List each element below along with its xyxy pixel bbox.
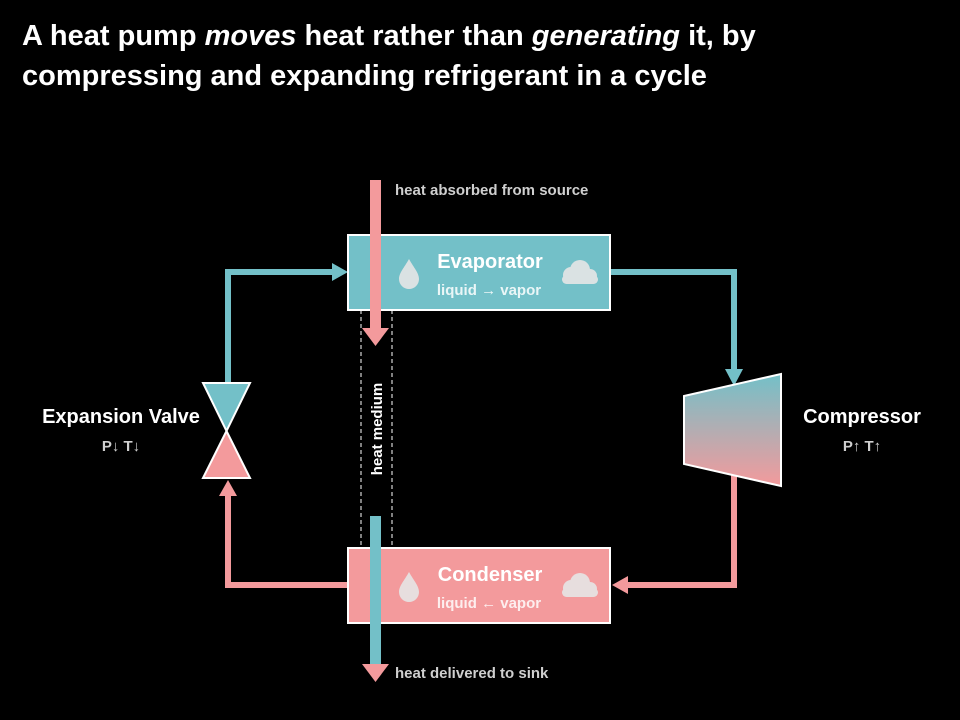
- expansion-valve-label: Expansion Valve: [42, 406, 200, 428]
- slide-title: A heat pump moves heat rather than gener…: [22, 20, 756, 92]
- compressor-state: P↑ T↑: [843, 438, 881, 455]
- pipe-valve-to-evaporator: [225, 269, 336, 384]
- refrigerant-loop: [219, 263, 743, 594]
- arrow-into-valve: [219, 480, 237, 496]
- droplet-icon: [399, 259, 419, 289]
- arrow-into-compressor: [725, 369, 743, 386]
- compressor-label: Compressor: [803, 406, 921, 428]
- arrow-into-condenser: [612, 576, 628, 594]
- pipe-evaporator-to-compressor: [610, 269, 737, 372]
- compressor: Compressor P↑ T↑: [683, 372, 921, 488]
- pipe-compressor-to-condenser: [626, 474, 737, 588]
- expansion-valve: Expansion Valve P↓ T↓: [42, 382, 252, 479]
- heat-medium-channel: heat medium: [360, 310, 393, 548]
- arrow-into-evaporator: [332, 263, 348, 281]
- compressor-shape: [683, 372, 782, 488]
- evaporator-phase: liquid → vapor: [437, 282, 541, 299]
- heat-sink-label: heat delivered to sink: [395, 665, 549, 682]
- cloud-icon: [562, 260, 598, 284]
- condenser-label: Condenser: [438, 564, 543, 586]
- expansion-valve-bottom: [201, 428, 252, 479]
- heat-sink-arrow: [362, 516, 389, 682]
- droplet-icon: [399, 572, 419, 602]
- pipe-condenser-to-valve: [225, 494, 348, 588]
- heat-medium-label: heat medium: [369, 383, 386, 476]
- heat-source-arrow: [362, 180, 389, 346]
- condenser: Condenser liquid ← vapor: [347, 547, 611, 624]
- cloud-icon: [562, 573, 598, 597]
- heat-source-label: heat absorbed from source: [395, 182, 588, 199]
- evaporator: Evaporator liquid → vapor: [347, 234, 611, 311]
- expansion-valve-top: [201, 382, 252, 434]
- evaporator-label: Evaporator: [437, 251, 543, 273]
- condenser-phase: liquid ← vapor: [437, 595, 541, 612]
- expansion-valve-state: P↓ T↓: [102, 438, 140, 455]
